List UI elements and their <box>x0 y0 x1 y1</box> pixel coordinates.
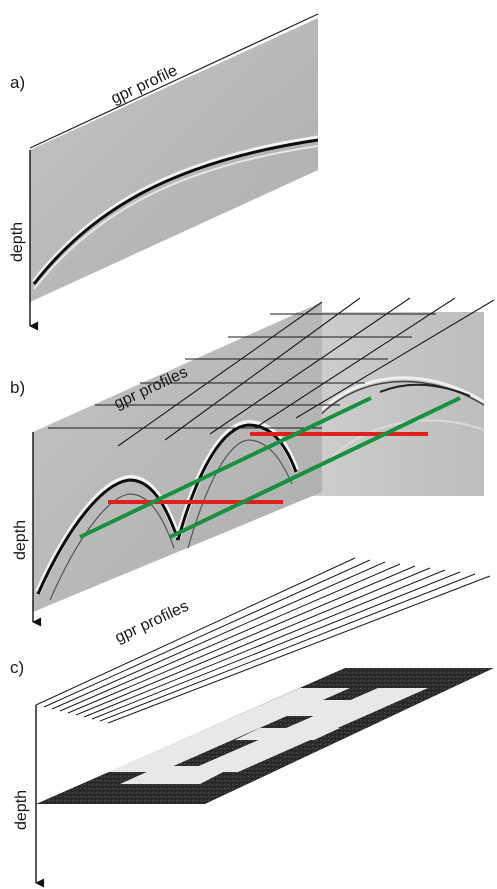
panel-b-label: b) <box>10 378 25 397</box>
panel-b-green-line-2 <box>169 396 461 539</box>
panel-c-profile-lines <box>35 557 491 724</box>
panel-a-depth-label: depth <box>9 222 26 262</box>
panel-b-back-reflector-2 <box>319 419 485 471</box>
panel-a-reflector-halo <box>33 145 319 290</box>
panel-c: c) depth gpr profiles <box>10 557 494 888</box>
panel-a-label: a) <box>10 73 25 92</box>
panel-b-back-reflector-3 <box>379 383 471 397</box>
panel-b: b) <box>10 297 495 627</box>
panel-b-depth-label: depth <box>12 520 29 560</box>
panel-b-hyperbola-2 <box>176 423 298 541</box>
panel-c-band-5 <box>235 728 340 740</box>
panel-a-profile-line <box>29 13 319 149</box>
panel-b-hyperbola-1-inner <box>49 493 175 601</box>
panel-a-reflector-core <box>32 138 319 285</box>
panel-a: a) depth gpr profile <box>9 13 319 331</box>
panel-a-section <box>30 18 318 302</box>
panel-c-label: c) <box>10 658 24 677</box>
panel-b-profile-grid <box>48 297 495 447</box>
panel-c-band-4 <box>260 700 370 716</box>
panel-b-back-section <box>296 312 484 496</box>
panel-c-band-3 <box>120 766 235 784</box>
panel-b-green-line-1 <box>79 396 372 539</box>
panel-b-hyperbola-2-inner <box>187 439 293 549</box>
panel-b-hyperbola-1 <box>36 478 180 595</box>
panel-b-front-section <box>33 302 322 612</box>
panel-c-depth-label: depth <box>13 790 30 830</box>
